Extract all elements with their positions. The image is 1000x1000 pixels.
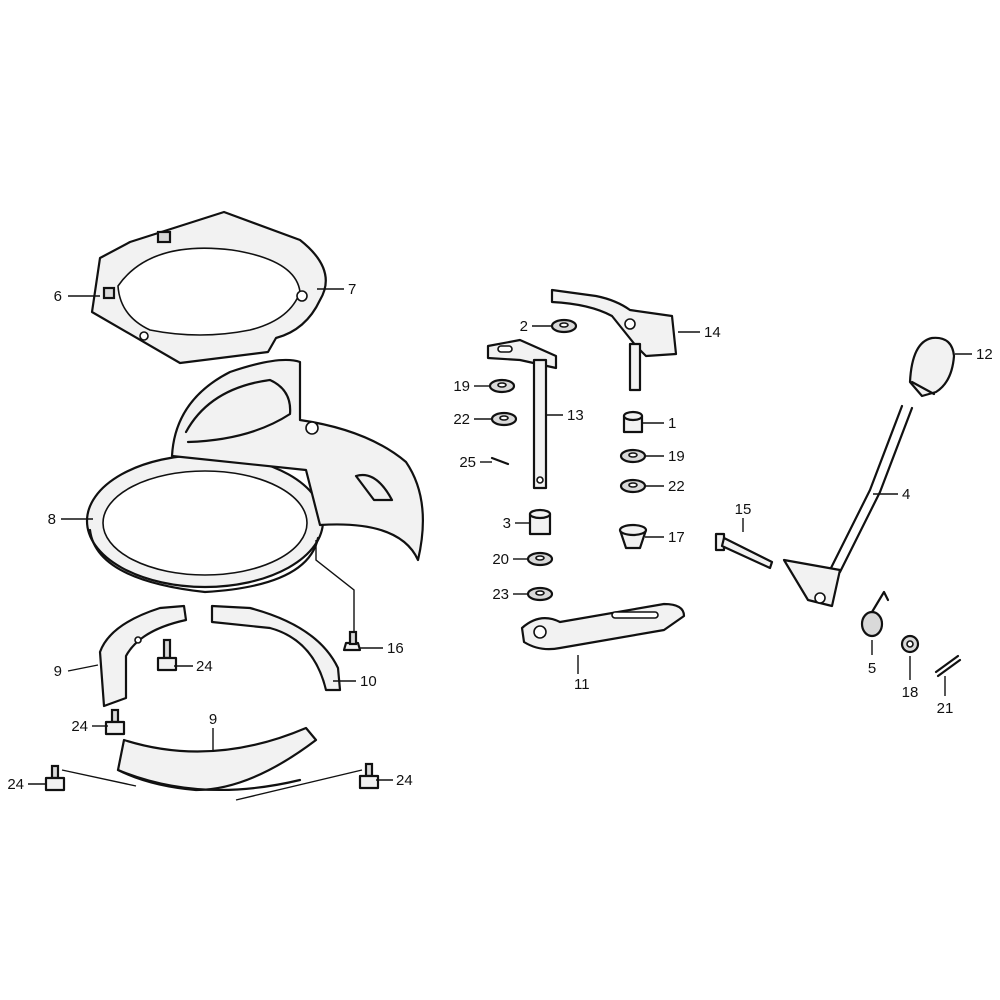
callout-c16: 16: [360, 640, 404, 657]
callout-number: 24: [396, 772, 413, 789]
part-band-8: [85, 453, 325, 594]
callout-c24b: 24: [71, 718, 108, 735]
part-bolt-24-b: [104, 708, 126, 736]
callout-c22a: 22: [453, 411, 492, 428]
callout-number: 14: [704, 324, 721, 341]
part-bolt-24-a: [156, 638, 178, 672]
callout-number: 10: [360, 673, 377, 690]
callout-c5: 5: [868, 640, 876, 677]
callout-number: 19: [453, 378, 470, 395]
part-nut-17: [618, 523, 648, 550]
part-arm-14: [550, 288, 678, 392]
part-bushing-1: [622, 410, 644, 434]
part-pin-21: [934, 654, 962, 678]
callout-number: 1: [668, 415, 676, 432]
callout-c4: 4: [873, 486, 910, 503]
part-washer-2: [550, 318, 578, 334]
part-washer-19-left: [488, 378, 516, 394]
part-clip-22-left: [490, 411, 518, 427]
leader-line-24c: [61, 769, 137, 787]
callout-c24d: 24: [376, 772, 413, 789]
callout-c3: 3: [503, 515, 530, 532]
callout-c21: 21: [937, 676, 954, 717]
callout-c20: 20: [492, 551, 528, 568]
part-bolt-24-c: [44, 764, 66, 792]
callout-number: 9: [209, 711, 217, 728]
part-plate-7: [90, 210, 327, 365]
part-pin-25: [490, 456, 510, 466]
callout-c9b: 9: [209, 711, 217, 752]
callout-c24a: 24: [174, 658, 213, 675]
callout-number: 18: [902, 684, 919, 701]
callout-c12: 12: [955, 346, 993, 363]
part-link-arm-11: [520, 602, 686, 651]
callout-number: 16: [387, 640, 404, 657]
callout-number: 9: [54, 663, 62, 680]
part-lever-4: [782, 404, 914, 608]
part-washer-18: [900, 634, 920, 654]
callout-c6: 6: [54, 288, 100, 305]
part-washer-20: [526, 551, 554, 567]
part-clip-23: [526, 586, 554, 602]
callout-number: 12: [976, 346, 993, 363]
callout-c7: 7: [317, 281, 356, 298]
callout-c23: 23: [492, 586, 528, 603]
callout-c2: 2: [520, 318, 552, 335]
callout-number: 7: [348, 281, 356, 298]
callout-number: 3: [503, 515, 511, 532]
part-bracket-9-left: [98, 604, 188, 708]
callout-number: 23: [492, 586, 509, 603]
part-washer-19-right: [619, 448, 647, 464]
callout-number: 24: [7, 776, 24, 793]
callout-c8: 8: [48, 511, 93, 528]
callout-c14: 14: [678, 324, 721, 341]
callout-number: 22: [453, 411, 470, 428]
part-bolt-15: [714, 532, 774, 570]
part-knob-12: [908, 336, 956, 398]
callout-c11: 11: [574, 655, 590, 693]
callout-c17: 17: [645, 529, 685, 546]
callout-c1: 1: [643, 415, 676, 432]
callout-c18: 18: [902, 656, 919, 701]
callout-c13: 13: [545, 407, 584, 424]
callout-number: 21: [937, 700, 954, 717]
callout-number: 22: [668, 478, 685, 495]
part-bracket-10-right: [210, 604, 342, 692]
callout-number: 8: [48, 511, 56, 528]
callout-c9a: 9: [54, 663, 99, 680]
callout-number: 24: [71, 718, 88, 735]
callout-c10: 10: [333, 673, 377, 690]
callout-number: 5: [868, 660, 876, 677]
leader-line-24d: [235, 769, 363, 801]
callout-number: 4: [902, 486, 910, 503]
callout-c22b: 22: [645, 478, 685, 495]
callout-number: 20: [492, 551, 509, 568]
callout-number: 2: [520, 318, 528, 335]
part-shaft-13: [486, 338, 558, 490]
part-screw-16: [315, 540, 362, 652]
callout-leader: [67, 664, 99, 672]
callout-c25: 25: [459, 454, 492, 471]
callout-c24c: 24: [7, 776, 46, 793]
part-spacer-3: [528, 508, 552, 536]
callout-number: 19: [668, 448, 685, 465]
callout-c19a: 19: [453, 378, 490, 395]
callout-c15: 15: [735, 501, 752, 532]
part-shroud-cover: [170, 358, 424, 562]
callout-c19b: 19: [645, 448, 685, 465]
part-clip-5: [860, 590, 890, 638]
callout-number: 15: [735, 501, 752, 518]
callout-number: 13: [567, 407, 584, 424]
callout-number: 6: [54, 288, 62, 305]
callout-number: 25: [459, 454, 476, 471]
part-bolt-24-d: [358, 762, 380, 790]
callout-number: 11: [574, 676, 590, 693]
callout-number: 24: [196, 658, 213, 675]
part-guard-9-bottom: [116, 726, 318, 792]
callout-number: 17: [668, 529, 685, 546]
part-clip-22-right: [619, 478, 647, 494]
